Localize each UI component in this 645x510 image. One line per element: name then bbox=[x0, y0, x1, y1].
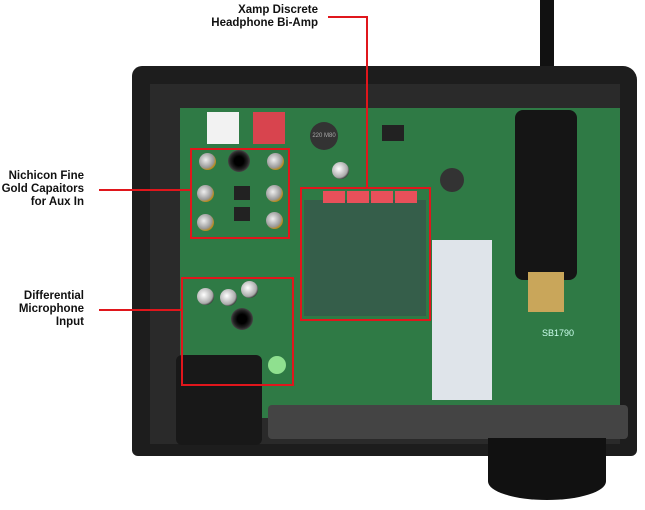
capacitor bbox=[332, 162, 349, 179]
aux-highlight-box bbox=[190, 148, 290, 239]
ic-chip bbox=[234, 207, 250, 221]
microphone-label: Differential Microphone Input bbox=[0, 290, 84, 329]
green-led bbox=[268, 356, 286, 374]
microphone-label-line3: Input bbox=[55, 316, 84, 328]
gold-capacitor bbox=[266, 212, 283, 229]
ic-chip bbox=[382, 125, 404, 141]
board-id: SB1790 bbox=[542, 328, 575, 338]
xamp-leader-line bbox=[328, 16, 367, 18]
xamp-highlight-box bbox=[300, 187, 431, 321]
inductor: 220 M80 bbox=[310, 122, 338, 150]
nichicon-label-line3: for Aux In bbox=[30, 196, 84, 208]
nichicon-label-line2: Gold Capaitors bbox=[1, 183, 84, 195]
relay bbox=[371, 191, 393, 203]
gold-capacitor bbox=[197, 214, 214, 231]
relay bbox=[347, 191, 369, 203]
ic-chip bbox=[234, 186, 250, 200]
xamp-module bbox=[304, 200, 426, 316]
capacitor bbox=[220, 289, 237, 306]
power-cable bbox=[540, 0, 554, 80]
xamp-label: Xamp Discrete Headphone Bi-Amp bbox=[205, 4, 318, 30]
microphone-label-line2: Microphone bbox=[18, 303, 84, 315]
front-panel bbox=[268, 405, 628, 439]
rca-white bbox=[207, 112, 239, 144]
nichicon-label-line1: Nichicon Fine bbox=[8, 170, 84, 182]
xamp-label-line1: Xamp Discrete bbox=[238, 4, 318, 16]
rca-red bbox=[253, 112, 285, 144]
nichicon-label: Nichicon Fine Gold Capaitors for Aux In bbox=[0, 170, 84, 209]
gold-capacitor bbox=[197, 185, 214, 202]
volume-knob bbox=[488, 438, 606, 500]
mic-jack bbox=[231, 308, 253, 330]
capacitor bbox=[241, 281, 258, 298]
mic-highlight-box bbox=[181, 277, 294, 386]
capacitor bbox=[197, 288, 214, 305]
inductor-2 bbox=[440, 168, 464, 192]
aux-jack bbox=[228, 150, 250, 172]
xamp-label-line2: Headphone Bi-Amp bbox=[211, 17, 318, 29]
gold-capacitor bbox=[267, 153, 284, 170]
mic-leader-line bbox=[99, 309, 182, 311]
hdmi-cable bbox=[515, 110, 577, 280]
gold-capacitor bbox=[199, 153, 216, 170]
hdmi-port bbox=[528, 272, 564, 312]
relay bbox=[395, 191, 417, 203]
gold-capacitor bbox=[266, 185, 283, 202]
ribbon-cable bbox=[432, 240, 492, 400]
relay bbox=[323, 191, 345, 203]
microphone-label-line1: Differential bbox=[23, 290, 84, 302]
xamp-leader-line bbox=[366, 16, 368, 189]
xlr-connector bbox=[176, 355, 262, 445]
nichicon-leader-line bbox=[99, 189, 191, 191]
